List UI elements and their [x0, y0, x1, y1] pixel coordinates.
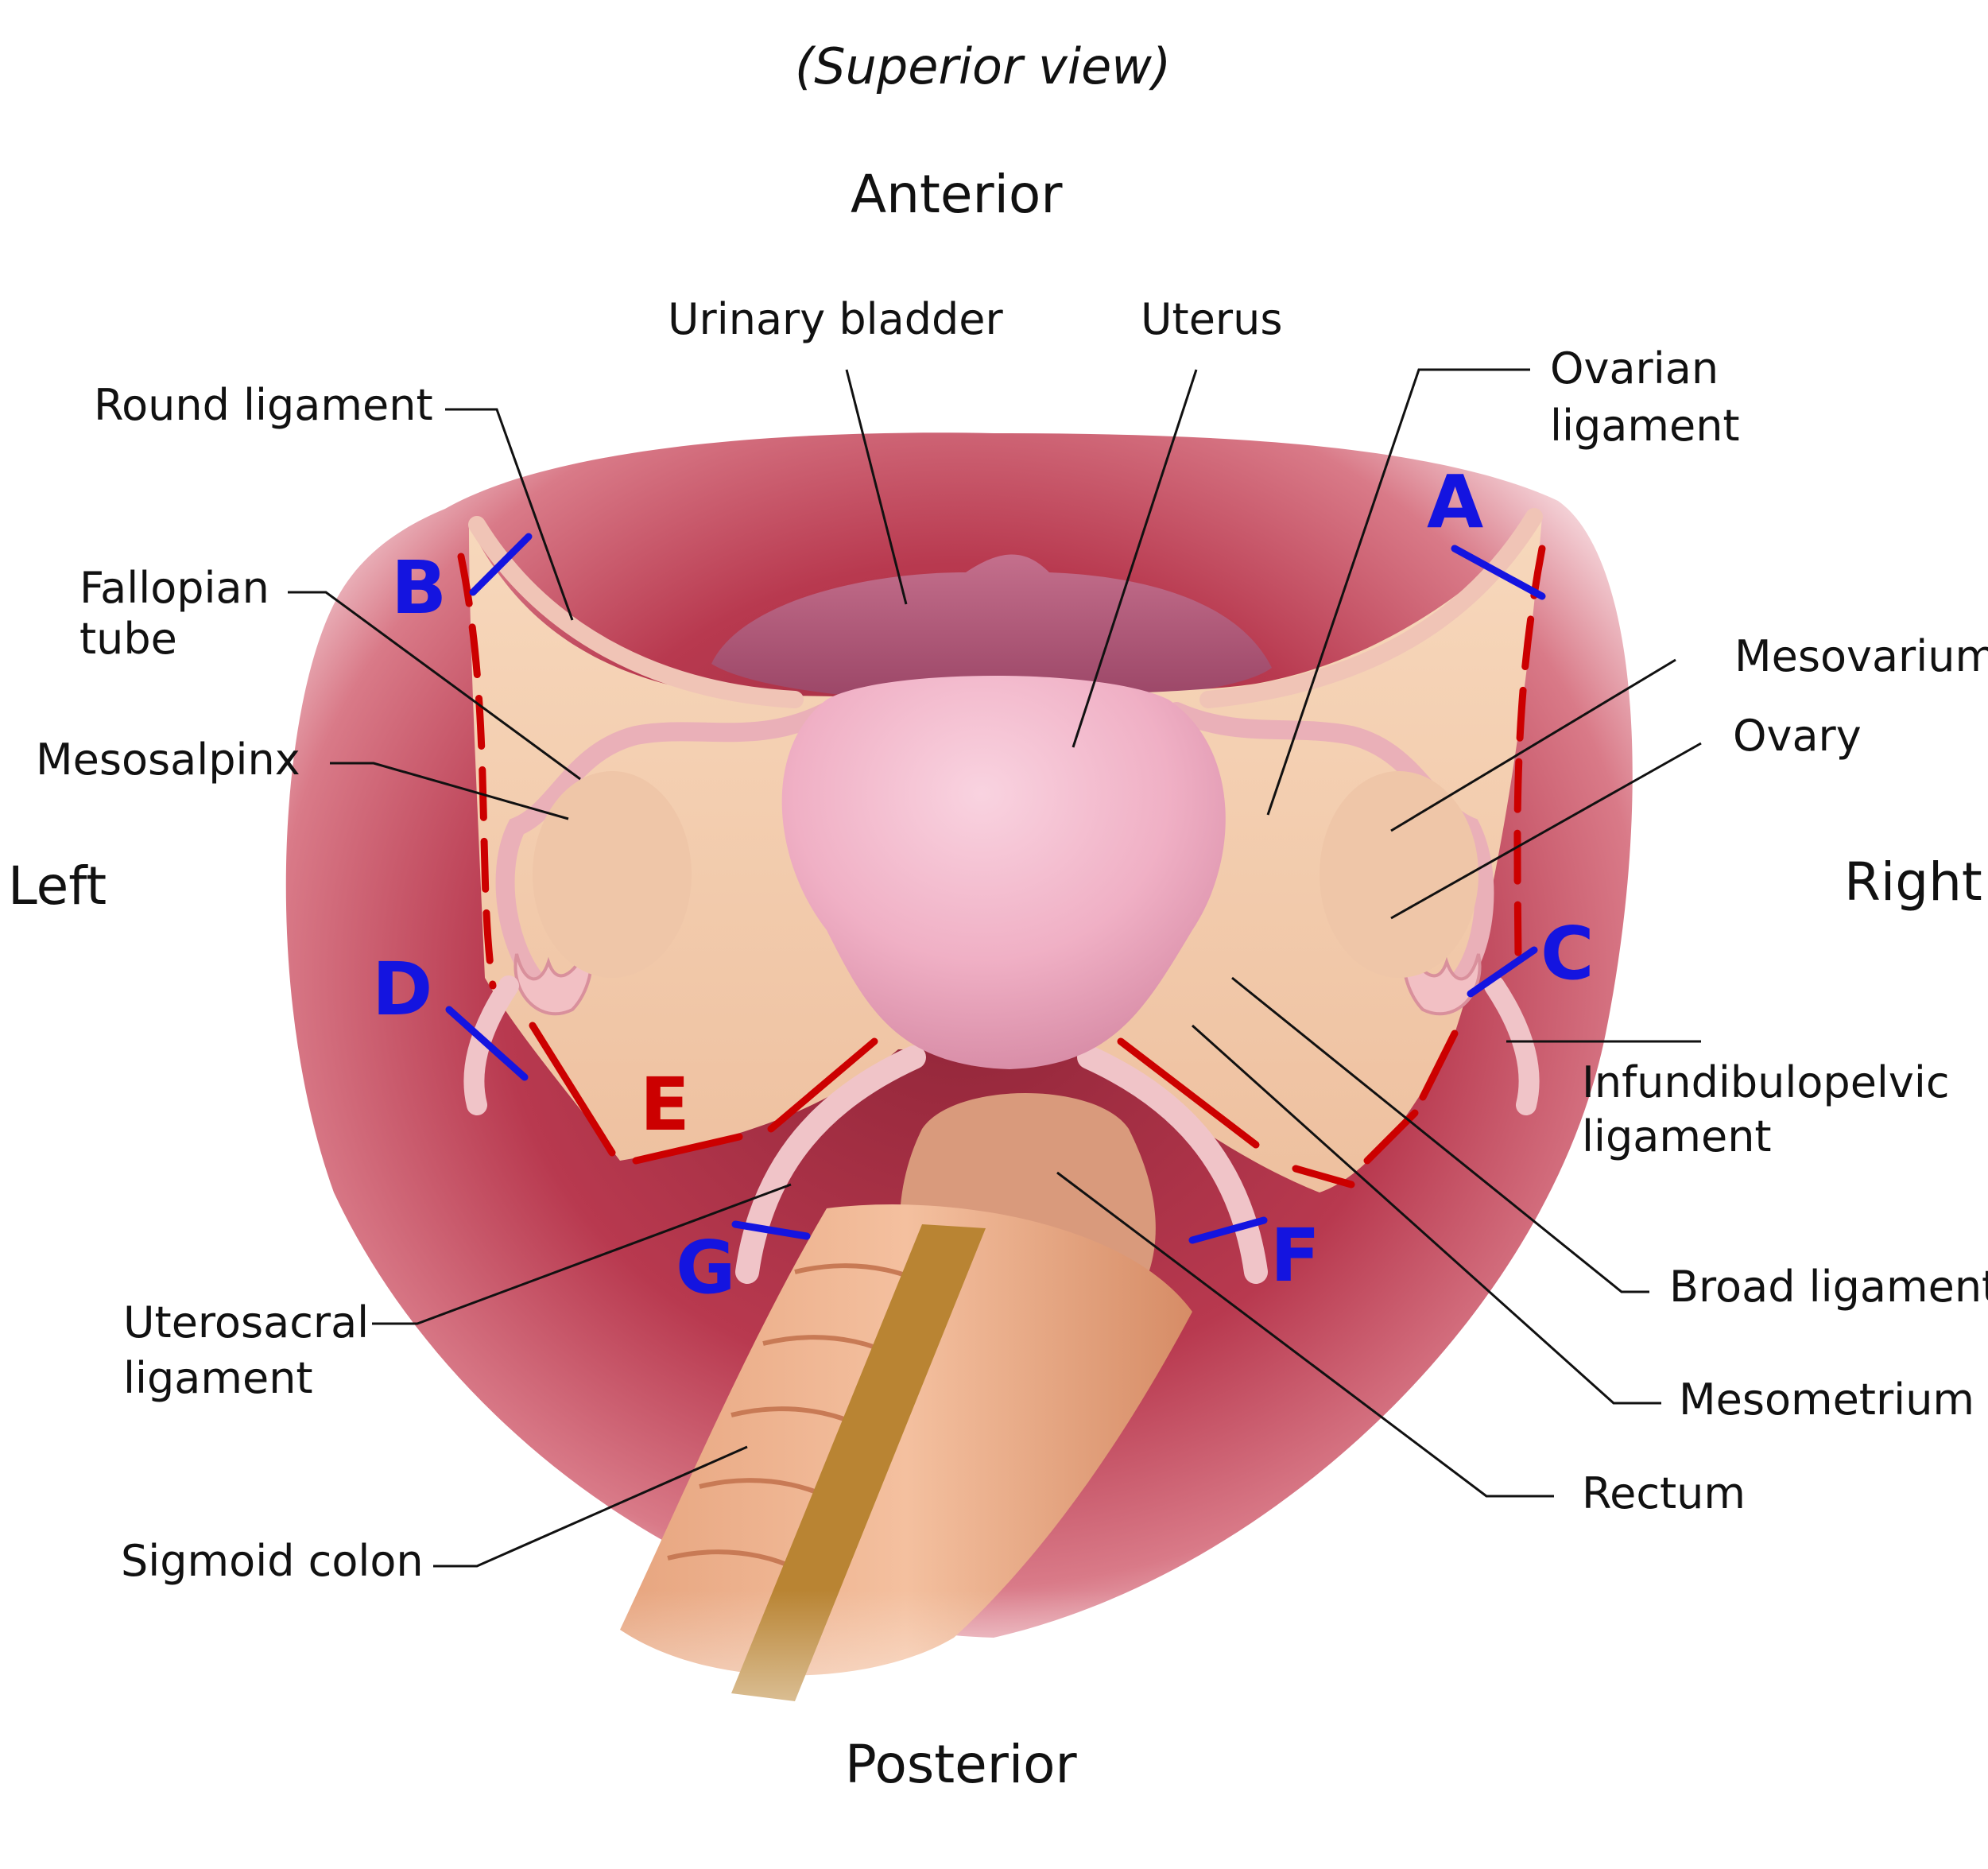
orientation-right: Right: [1844, 851, 1982, 913]
label-ovarian-ligament-line1: Ovarian: [1550, 343, 1719, 394]
marker-E: E: [640, 1062, 690, 1147]
marker-B: B: [391, 545, 448, 630]
marker-F: F: [1270, 1213, 1320, 1298]
label-mesovarium: Mesovarium: [1734, 631, 1988, 681]
label-fallopian-tube-line1: Fallopian: [79, 563, 269, 613]
marker-D: D: [372, 947, 433, 1032]
blue-cut-lines: [445, 533, 1546, 1244]
label-sigmoid-colon: Sigmoid colon: [121, 1536, 424, 1586]
uterus: [781, 676, 1226, 1069]
label-round-ligament: Round ligament: [94, 380, 433, 430]
label-rectum: Rectum: [1582, 1468, 1746, 1518]
label-ovarian-ligament-line2: ligament: [1550, 401, 1740, 451]
label-uterosacral-line1: Uterosacral: [123, 1297, 370, 1347]
marker-A: A: [1427, 459, 1484, 545]
orientation-posterior: Posterior: [845, 1734, 1077, 1795]
label-fallopian-tube-line2: tube: [79, 614, 177, 664]
red-cut-lines: [457, 545, 1546, 1188]
label-uterosacral-line2: ligament: [123, 1353, 313, 1403]
label-mesosalpinx: Mesosalpinx: [36, 735, 300, 785]
ovary-left: [533, 771, 692, 978]
infundibulopelvic-ligament-left: [463, 975, 519, 1115]
label-urinary-bladder: Urinary bladder: [668, 294, 1003, 344]
leader-lines: [288, 368, 1702, 1568]
marker-G: G: [676, 1225, 736, 1310]
bottom-fade: [0, 1590, 1988, 1828]
orientation-anterior: Anterior: [851, 164, 1063, 225]
round-ligament-left: [468, 516, 804, 708]
infundibulopelvic-ligament-right: [1484, 975, 1540, 1115]
label-broad-ligament: Broad ligament: [1669, 1262, 1988, 1312]
fallopian-tube-left: [495, 702, 836, 995]
round-ligament-right: [1199, 508, 1543, 708]
label-uterus: Uterus: [1141, 294, 1283, 344]
orientation-left: Left: [8, 855, 107, 917]
label-infundibulopelvic-line1: Infundibulopelvic: [1582, 1057, 1950, 1107]
label-mesometrium: Mesometrium: [1679, 1375, 1975, 1425]
urinary-bladder: [711, 554, 1272, 704]
marker-C: C: [1540, 911, 1595, 996]
label-infundibulopelvic-line2: ligament: [1582, 1111, 1772, 1161]
ovary-right: [1320, 771, 1478, 978]
view-title: (Superior view): [795, 37, 1172, 95]
label-ovary: Ovary: [1733, 711, 1862, 761]
sigmoid-colon: [620, 1204, 1192, 1701]
uterosacral-ligament-right: [1077, 1045, 1268, 1284]
